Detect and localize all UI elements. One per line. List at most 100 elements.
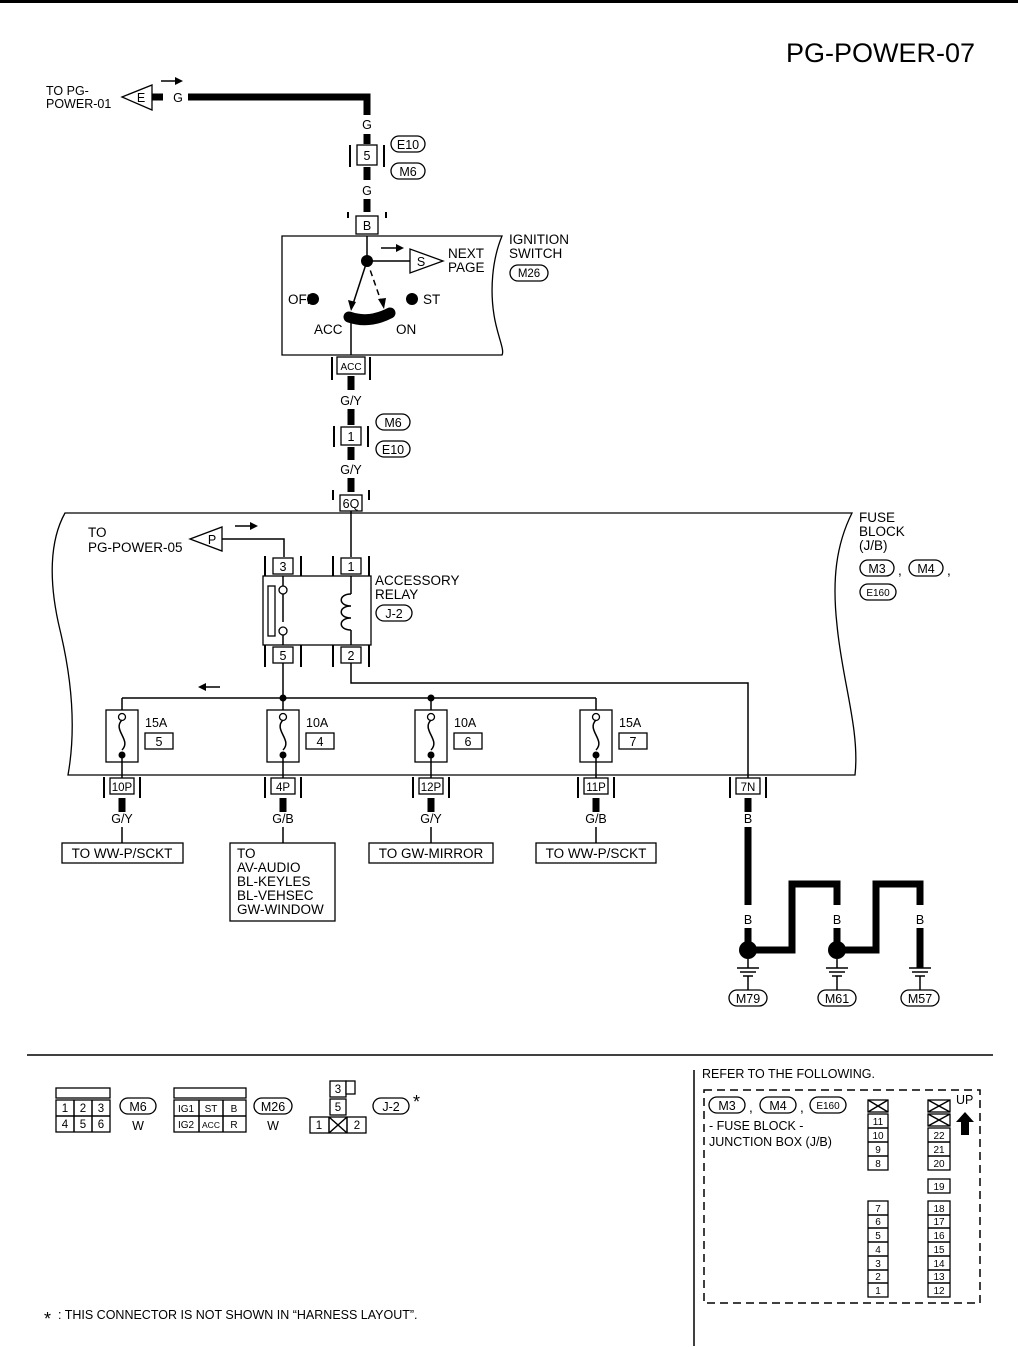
refer-id: E160 (816, 1101, 840, 1112)
connector-id-badge (375, 604, 413, 622)
ground-id: M57 (908, 992, 932, 1006)
connector-pin: 12P (421, 782, 442, 794)
slot-number: 13 (933, 1272, 945, 1283)
to-ref-letter: P (208, 533, 216, 547)
fuse-block-label1: FUSE (859, 510, 895, 525)
relay-pin: 3 (280, 560, 287, 574)
pin-number: 5 (80, 1119, 86, 1131)
top-ref-line2: POWER-01 (46, 97, 111, 111)
fuse-amp: 15A (619, 716, 642, 730)
relay-label2: RELAY (375, 587, 418, 602)
fuse-7: 15A 7 (579, 698, 648, 778)
label-acc: ACC (314, 322, 343, 337)
wire-label: G/Y (340, 394, 362, 408)
output-10p: 10P G/Y TO WW-P/SCKT (61, 777, 184, 864)
refer-text: JUNCTION BOX (J/B) (709, 1135, 832, 1149)
connector-id-badge (375, 413, 411, 431)
pin-number: 5 (335, 1102, 341, 1114)
connector-pin: 7N (741, 782, 756, 794)
relay-label1: ACCESSORY (375, 573, 460, 588)
connector-id-badge (372, 1097, 410, 1115)
fuse-6: 10A 6 (414, 698, 483, 778)
pin-b: B (363, 219, 371, 233)
slot-number: 15 (933, 1245, 945, 1256)
fuse-slot-column-left-bottom: 7 6 5 4 3 2 1 (867, 1200, 889, 1298)
ignition-label1: IGNITION (509, 232, 569, 247)
connector-pin: 10P (112, 782, 133, 794)
wire-label: G/B (272, 812, 294, 826)
slot-number: 6 (875, 1217, 881, 1228)
wire-label: G/Y (340, 463, 362, 477)
destination: TO GW-MIRROR (379, 846, 484, 861)
connector-id-badge (375, 440, 411, 458)
destination-box (368, 842, 494, 864)
label-off: OFF (288, 292, 315, 307)
ground-circuit: 7N B B B B B B (728, 777, 940, 1007)
wire-g-top (188, 93, 371, 115)
connector-id-badge (859, 559, 895, 577)
pin-name: ACC (202, 1120, 220, 1130)
pin-name: IG2 (178, 1120, 195, 1131)
connector-id: E10 (397, 138, 419, 152)
refer-text: - FUSE BLOCK - (709, 1119, 803, 1133)
pin-number: 6 (98, 1119, 104, 1131)
pin-number: 4 (62, 1119, 69, 1131)
connector-id-badge (859, 583, 897, 601)
connector-id: M26 (261, 1100, 285, 1114)
pin-name: IG1 (178, 1104, 195, 1115)
footnote-text: : THIS CONNECTOR IS NOT SHOWN IN “HARNES… (58, 1308, 418, 1322)
slot-number: 5 (875, 1231, 881, 1242)
fuse-block-label3: (J/B) (859, 538, 888, 553)
connector-face-m6: 1 2 3 4 5 6 M6 W (55, 1087, 157, 1133)
ignition-switch: B S NEXT PAGE OFF ST ACC ON IGNITION SWI… (281, 212, 569, 380)
fuse-amp: 10A (454, 716, 477, 730)
slot-number: 8 (875, 1159, 881, 1170)
pin-number: 1 (62, 1103, 68, 1115)
refer-box (703, 1089, 981, 1304)
fuse-block-id: E160 (866, 588, 890, 599)
fuse-block-body (51, 512, 857, 776)
top-ref-line1: TO PG- (46, 84, 89, 98)
destination-box (535, 842, 657, 864)
pin-name: ST (205, 1104, 218, 1115)
svg-text:,: , (800, 1100, 804, 1115)
fuse-block-reference: REFER TO THE FOLLOWING. M3 , M4 , E160 -… (702, 1067, 981, 1304)
contact-off (307, 293, 319, 305)
refer-id: M4 (769, 1099, 786, 1113)
wire-label: G (362, 118, 372, 132)
destination: GW-WINDOW (237, 902, 324, 917)
asterisk-mark: * (413, 1092, 420, 1112)
top-reference: TO PG- POWER-01 E G (46, 77, 371, 115)
pin-acc: ACC (340, 362, 361, 373)
fuse-block-label2: BLOCK (859, 524, 905, 539)
connector-id-badge (728, 989, 768, 1007)
wire-label: B (744, 913, 752, 927)
connector-id-badge (509, 264, 549, 282)
destination: TO WW-P/SCKT (72, 846, 173, 861)
slot-number: 11 (873, 1117, 884, 1128)
slot-number: 21 (933, 1145, 945, 1156)
fuse-number: 5 (156, 735, 163, 749)
fuse-amp: 15A (145, 716, 168, 730)
connector-face-m26: IG1 ST B IG2 ACC R M26 W (173, 1087, 293, 1133)
fuse-amp: 10A (306, 716, 329, 730)
ground-symbol (909, 967, 931, 990)
connector-id: J-2 (382, 1100, 399, 1114)
ground-id: M61 (825, 992, 849, 1006)
fuse-slot-column-right-bottom: 18 17 16 15 14 13 12 (927, 1200, 951, 1298)
slot-number: 3 (875, 1259, 881, 1270)
slot-number: 7 (875, 1204, 881, 1215)
slot-number: 17 (933, 1217, 945, 1228)
fuse-number: 7 (630, 735, 637, 749)
slot-number: 10 (872, 1131, 884, 1142)
slot-number: 19 (933, 1182, 945, 1193)
up-label: UP (956, 1093, 973, 1107)
fuse-slot-column-right: 22 21 20 (927, 1127, 951, 1171)
destination-box (61, 842, 184, 864)
fuse-5: 15A 5 (105, 698, 174, 778)
ground-symbol (826, 959, 848, 990)
ground-symbol (737, 959, 759, 990)
contact-st (406, 293, 418, 305)
connector-id-badge (708, 1096, 746, 1114)
footnote-asterisk: * (44, 1309, 51, 1329)
